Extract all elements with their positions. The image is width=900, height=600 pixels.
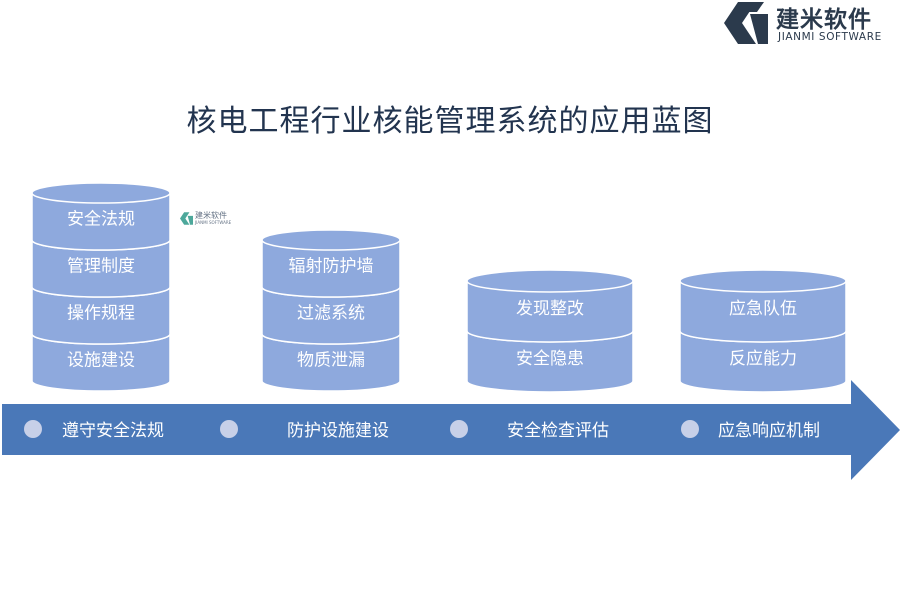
stage-label: 应急响应机制 <box>718 421 820 441</box>
cylinder-top <box>467 270 633 292</box>
cylinder-label: 操作规程 <box>67 304 135 324</box>
cylinder-label: 过滤系统 <box>297 304 365 324</box>
stage-marker-dot <box>220 420 238 438</box>
stage-label: 防护设施建设 <box>287 421 389 441</box>
cylinder-label: 反应能力 <box>729 349 797 369</box>
stage-label: 安全检查评估 <box>507 421 609 441</box>
cylinder-segment: 发现整改 <box>467 270 633 342</box>
cylinder-top <box>680 270 846 292</box>
stage-1-stack: 设施建设 操作规程 管理制度 安全法规 <box>32 183 170 391</box>
stage-2-stack: 物质泄漏 过滤系统 辐射防护墙 <box>262 230 400 391</box>
cylinder-label: 应急队伍 <box>729 299 797 319</box>
cylinder-top <box>32 183 170 203</box>
cylinder-label: 设施建设 <box>67 351 135 371</box>
cylinder-label: 辐射防护墙 <box>289 257 374 277</box>
cylinder-segment: 安全法规 <box>32 183 170 250</box>
cylinder-label: 发现整改 <box>516 299 584 319</box>
cylinder-label: 物质泄漏 <box>297 351 365 371</box>
cylinder-label: 管理制度 <box>67 257 135 277</box>
stage-marker-dot <box>24 420 42 438</box>
cylinder-label: 安全隐患 <box>516 349 584 369</box>
cylinder-segment: 应急队伍 <box>680 270 846 342</box>
cylinder-top <box>262 230 400 250</box>
stage-label: 遵守安全法规 <box>62 421 164 441</box>
cylinder-label: 安全法规 <box>67 210 135 230</box>
stage-marker-dot <box>681 420 699 438</box>
stage-marker-dot <box>450 420 468 438</box>
cylinder-segment: 辐射防护墙 <box>262 230 400 297</box>
